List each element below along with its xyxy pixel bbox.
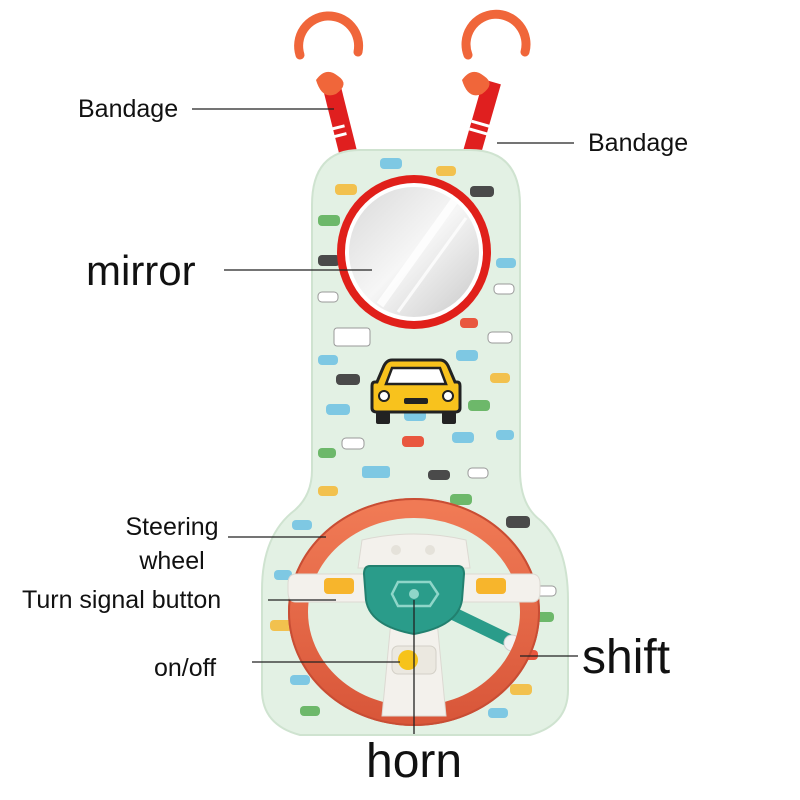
label-steering-wheel: Steering wheel [116,510,228,578]
label-on-off: on/off [154,654,217,682]
label-steering-line1: Steering [125,513,219,541]
mirror [337,175,491,329]
label-horn: horn [366,735,463,788]
label-mirror: mirror [86,247,196,294]
label-bandage-left: Bandage [78,95,179,123]
leader-lines [192,108,578,734]
car-icon [370,358,462,424]
label-bandage-right: Bandage [588,129,689,157]
turn-signal-button-left [324,578,354,594]
car-pattern [270,158,557,718]
label-steering-line2: wheel [139,547,205,575]
label-turn-signal: Turn signal button [22,586,222,614]
hanging-ring-right [461,9,531,96]
hanging-ring-left [294,11,364,96]
label-shift: shift [582,631,671,684]
turn-signal-button-right [476,578,506,594]
